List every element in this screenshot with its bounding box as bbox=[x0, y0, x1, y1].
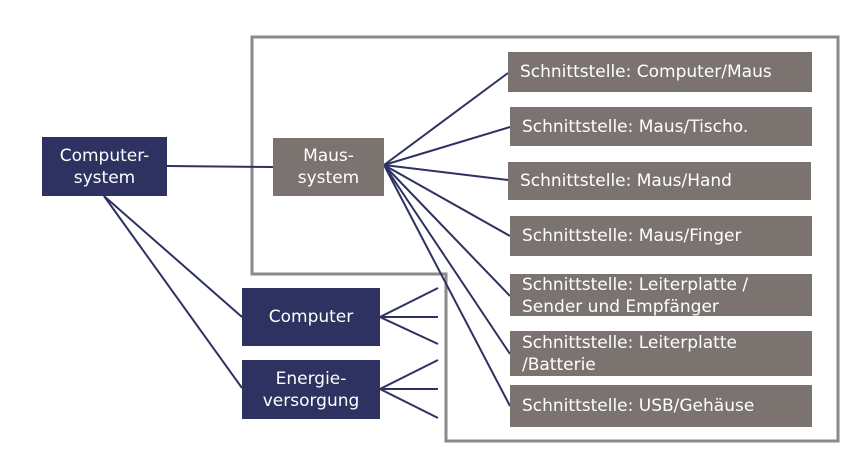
interface-leiterplatte-sender: Schnittstelle: Leiterplatte / Sender und… bbox=[510, 274, 812, 316]
interface-maus-tischo: Schnittstelle: Maus/Tischo. bbox=[510, 107, 812, 146]
interface-maus-tischo-label: Schnittstelle: Maus/Tischo. bbox=[522, 116, 749, 137]
system-boundary-frame bbox=[250, 35, 840, 443]
connector-energie-fan-3 bbox=[379, 388, 439, 419]
node-computersystem: Computer- system bbox=[42, 137, 167, 196]
connector-computersystem-computer bbox=[103, 195, 243, 318]
node-maussystem-label: Maus- system bbox=[297, 146, 360, 188]
connector-maus-interface-7 bbox=[383, 164, 511, 407]
interface-leiterplatte-sender-label: Schnittstelle: Leiterplatte / Sender und… bbox=[522, 275, 749, 316]
connector-computer-fan-3 bbox=[379, 316, 439, 345]
interface-maus-finger-label: Schnittstelle: Maus/Finger bbox=[522, 226, 742, 246]
node-computer: Computer bbox=[242, 288, 380, 346]
connector-computer-fan-1 bbox=[379, 287, 439, 318]
connector-maus-interface-1 bbox=[383, 72, 509, 166]
interface-usb-gehaeuse-label: Schnittstelle: USB/Gehäuse bbox=[522, 396, 755, 416]
interface-leiterplatte-batterie-label: Schnittstelle: Leiterplatte /Batterie bbox=[522, 333, 737, 375]
connector-maus-interface-5 bbox=[383, 164, 511, 297]
node-energieversorgung: Energie- versorgung bbox=[242, 360, 380, 419]
connector-computersystem-maussystem bbox=[166, 165, 274, 168]
connector-computersystem-energieversorgung bbox=[103, 195, 243, 389]
node-computer-label: Computer bbox=[268, 307, 354, 327]
connector-maus-interface-4 bbox=[383, 164, 511, 237]
connector-maus-interface-3 bbox=[383, 164, 509, 181]
interface-maus-hand: Schnittstelle: Maus/Hand bbox=[508, 162, 811, 200]
interface-computer-maus-label: Schnittstelle: Computer/Maus bbox=[520, 62, 772, 82]
connector-energie-fan-1 bbox=[379, 359, 439, 390]
interface-leiterplatte-batterie: Schnittstelle: Leiterplatte /Batterie bbox=[510, 331, 812, 376]
node-energieversorgung-label: Energie- versorgung bbox=[262, 368, 360, 411]
node-maussystem: Maus- system bbox=[273, 138, 384, 196]
connector-maus-interface-2 bbox=[383, 126, 511, 166]
interface-computer-maus: Schnittstelle: Computer/Maus bbox=[508, 52, 812, 92]
interface-maus-finger: Schnittstelle: Maus/Finger bbox=[510, 216, 812, 256]
interface-maus-hand-label: Schnittstelle: Maus/Hand bbox=[520, 171, 732, 191]
interface-usb-gehaeuse: Schnittstelle: USB/Gehäuse bbox=[510, 385, 812, 427]
node-computersystem-label: Computer- system bbox=[59, 145, 150, 188]
connector-maus-interface-6 bbox=[383, 164, 511, 355]
